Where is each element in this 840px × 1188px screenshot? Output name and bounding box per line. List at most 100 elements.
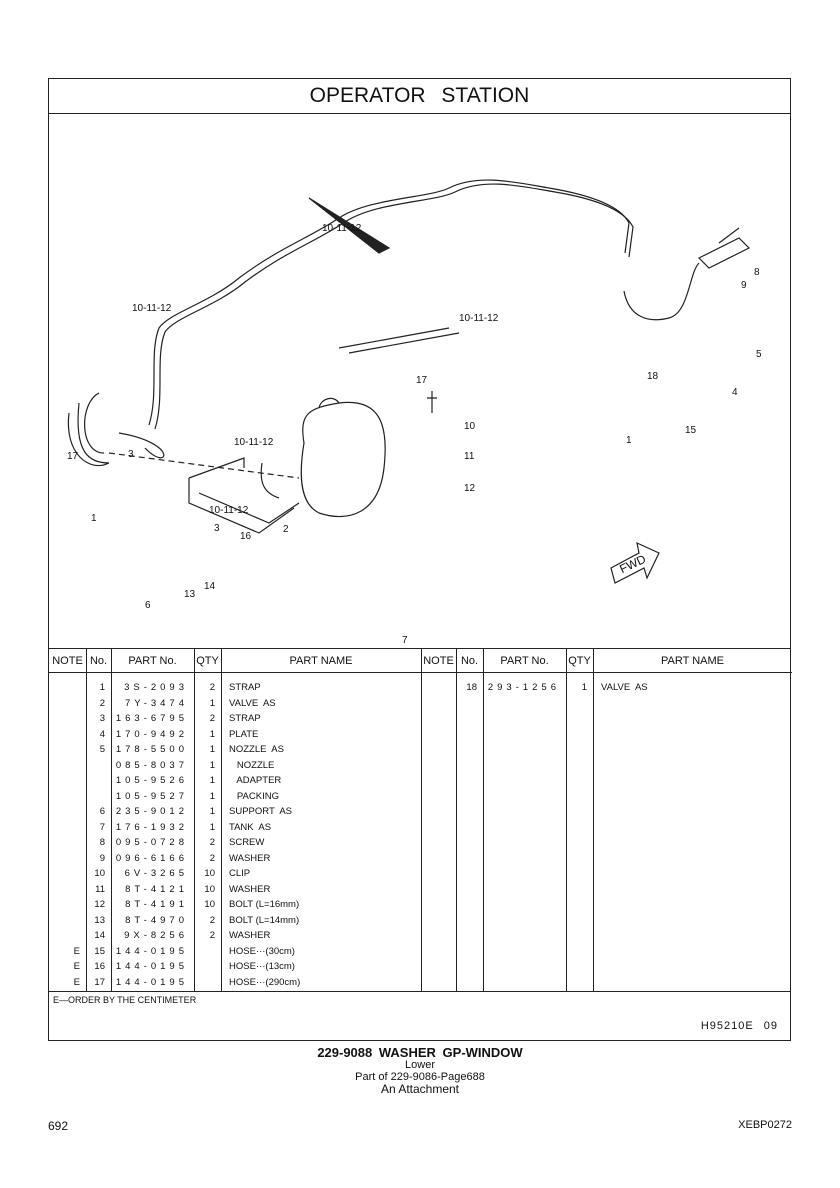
column-header-part-name: PART NAME	[593, 649, 792, 673]
row-quantity	[194, 975, 215, 991]
row-quantity: 1	[209, 775, 215, 786]
row-quantity: 2	[209, 914, 215, 926]
column-header-number: No.	[456, 649, 483, 673]
row-part-number: 6V-3265	[124, 868, 188, 879]
row-note: E	[73, 961, 80, 972]
row-part-name: ADAPTER	[229, 775, 282, 786]
row-part-number: 8T-4121	[125, 883, 188, 895]
callout-label: 4	[732, 387, 738, 398]
footnote: E—ORDER BY THE CENTIMETER	[53, 995, 197, 1005]
row-note	[49, 742, 80, 758]
row-part-number: 095-0728	[115, 837, 188, 848]
row-note	[49, 866, 80, 882]
row-number: 3	[99, 713, 105, 724]
row-note	[49, 804, 80, 820]
column-divider	[456, 649, 457, 991]
row-part-name: WASHER	[229, 883, 271, 895]
row-number: 4	[99, 728, 105, 740]
column-divider	[483, 649, 484, 991]
column-header-note: NOTE	[49, 649, 86, 673]
row-quantity	[194, 944, 215, 960]
row-quantity: 2	[209, 837, 215, 848]
column-divider	[421, 649, 422, 991]
callout-label: 17	[416, 375, 428, 386]
row-part-number: 170-9492	[115, 728, 188, 740]
row-number: 8	[99, 837, 105, 848]
row-note	[49, 773, 80, 789]
row-number: 18	[466, 682, 477, 693]
row-part-name: TANK AS	[229, 821, 272, 833]
row-quantity: 2	[209, 713, 215, 724]
row-quantity: 1	[209, 759, 215, 771]
part-of-text: Part of 229-9086-Page688	[355, 1071, 485, 1083]
row-part-name: VALVE AS	[601, 682, 648, 693]
row-quantity: 10	[204, 868, 215, 879]
attachment-text: An Attachment	[380, 1082, 460, 1096]
row-note	[49, 897, 80, 913]
row-part-name: STRAP	[229, 713, 261, 724]
section-title: OPERATOR STATION	[49, 79, 790, 114]
callout-label: 3	[128, 449, 134, 460]
row-quantity: 1	[581, 682, 587, 693]
row-part-number: 085-8037	[115, 759, 188, 771]
row-part-name: SUPPORT AS	[229, 806, 293, 817]
row-part-number: 8T-4970	[125, 914, 188, 926]
callout-label: 10-11-12	[459, 313, 499, 324]
row-number: 12	[94, 899, 105, 910]
row-part-number: 176-1932	[115, 821, 188, 833]
row-part-name: WASHER	[229, 852, 271, 864]
callout-label: 15	[685, 425, 697, 436]
row-part-name: STRAP	[229, 682, 261, 693]
row-quantity: 2	[209, 930, 215, 941]
group-title: 229-9088 WASHER GP-WINDOW	[317, 1045, 523, 1060]
row-part-number: 144-0195	[115, 945, 188, 957]
row-part-number: 7Y-3474	[124, 697, 188, 709]
callout-label: 9	[741, 280, 747, 291]
group-subtitle: Lower	[405, 1059, 435, 1071]
row-number: 2	[99, 697, 105, 709]
callout-label: 11	[464, 451, 475, 462]
row-quantity: 1	[209, 806, 215, 817]
row-part-name: NOZZLE	[229, 759, 275, 771]
column-divider	[194, 649, 195, 991]
row-part-name: BOLT (L=16mm)	[229, 899, 300, 910]
callout-label: 2	[283, 524, 289, 535]
row-part-name: VALVE AS	[229, 697, 276, 709]
column-divider	[566, 649, 567, 991]
row-part-name: HOSE···(290cm)	[229, 976, 301, 988]
row-part-number: 144-0195	[115, 976, 188, 988]
row-note	[49, 696, 80, 712]
row-quantity: 1	[209, 697, 215, 709]
column-divider	[593, 649, 594, 991]
callout-label: 5	[756, 349, 762, 360]
callout-label: 6	[145, 600, 151, 611]
catalog-frame: OPERATOR STATION 10-11-12 10-11-12 10-11…	[48, 78, 792, 1041]
row-quantity: 2	[209, 682, 215, 693]
column-header-part-number: PART No.	[111, 649, 194, 673]
row-note: E	[73, 976, 80, 988]
row-number: 11	[95, 883, 105, 895]
row-quantity: 1	[209, 790, 215, 802]
callout-label: 10-11-12	[234, 437, 274, 448]
row-part-name: HOSE···(30cm)	[229, 945, 295, 957]
column-divider	[111, 649, 112, 991]
parts-diagram: 10-11-12 10-11-12 10-11-12 10-11-12 10-1…	[49, 113, 790, 648]
row-number: 16	[94, 961, 105, 972]
row-part-number: 178-5500	[115, 744, 188, 755]
row-note	[49, 758, 80, 774]
row-note	[49, 882, 80, 898]
row-part-name: PACKING	[229, 790, 279, 802]
row-number: 13	[94, 914, 105, 926]
row-number: 10	[94, 868, 105, 879]
row-number: 7	[99, 821, 105, 833]
reference-code: H95210E 09	[700, 1020, 778, 1032]
row-part-number: 105-9526	[115, 775, 188, 786]
row-number	[86, 773, 105, 789]
callout-label: 1	[91, 513, 97, 524]
column-header-quantity: QTY	[194, 649, 221, 673]
column-divider	[221, 649, 222, 991]
callout-label: 12	[464, 483, 476, 494]
row-number: 5	[99, 744, 105, 755]
callout-label: 10-11-12	[209, 505, 249, 516]
